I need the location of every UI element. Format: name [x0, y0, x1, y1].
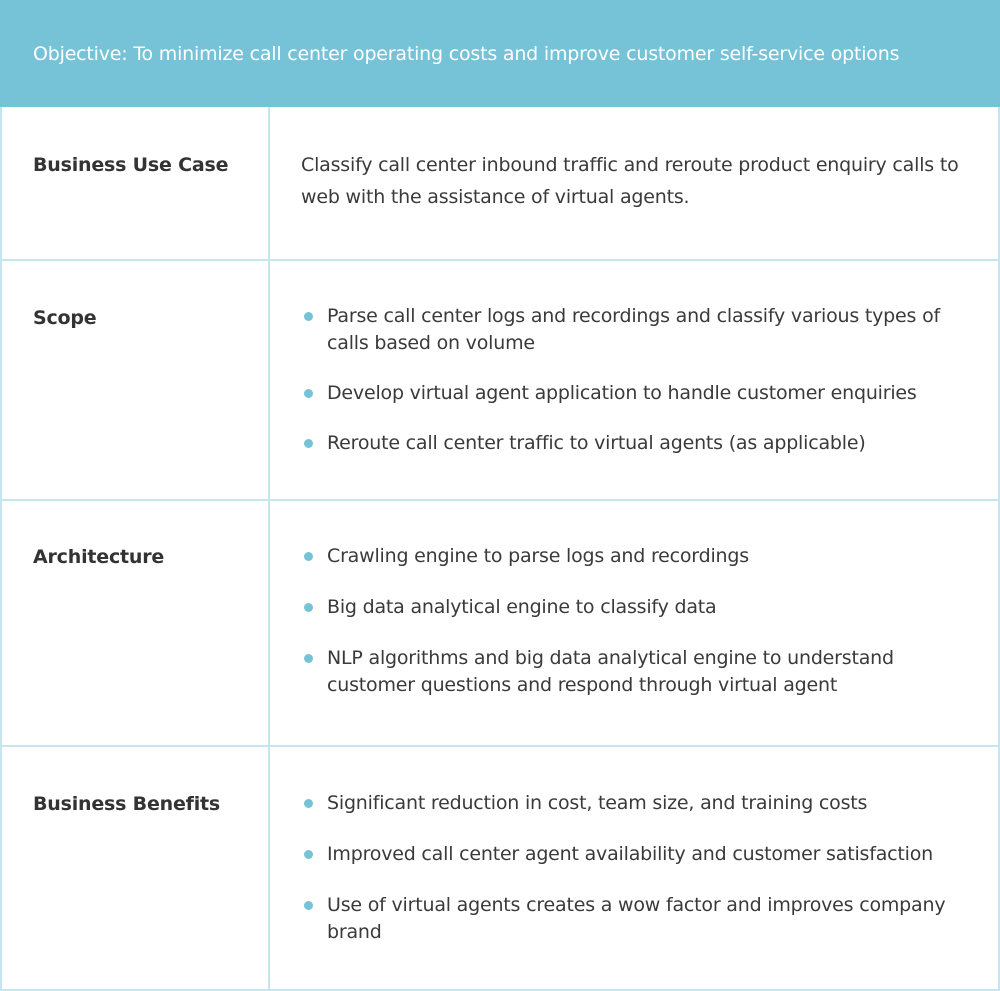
- list-item: Big data analytical engine to classify d…: [301, 594, 981, 621]
- row-label: Business Benefits: [33, 793, 221, 815]
- list-item-text: Develop virtual agent application to han…: [327, 382, 917, 404]
- row-description: Classify call center inbound traffic and…: [301, 154, 959, 208]
- bullet-dot-icon: [304, 552, 313, 561]
- row-architecture: Architecture Crawling engine to parse lo…: [2, 501, 998, 747]
- bullet-dot-icon: [304, 439, 313, 448]
- bullet-dot-icon: [304, 901, 313, 910]
- bullet-dot-icon: [304, 654, 313, 663]
- objective-text: Objective: To minimize call center opera…: [33, 42, 900, 65]
- list-item: Parse call center logs and recordings an…: [301, 303, 981, 357]
- row-label: Scope: [33, 307, 97, 329]
- list-item-text: Crawling engine to parse logs and record…: [327, 545, 749, 567]
- column-divider: [268, 501, 270, 745]
- bullet-list: Significant reduction in cost, team size…: [301, 790, 981, 946]
- row-label: Architecture: [33, 546, 165, 568]
- bullet-list: Parse call center logs and recordings an…: [301, 303, 981, 457]
- list-item: Crawling engine to parse logs and record…: [301, 543, 981, 570]
- list-item: Significant reduction in cost, team size…: [301, 790, 981, 817]
- row-business-benefits: Business Benefits Significant reduction …: [2, 747, 998, 989]
- row-label: Business Use Case: [33, 154, 229, 176]
- bullet-dot-icon: [304, 312, 313, 321]
- objective-header: Objective: To minimize call center opera…: [0, 0, 1000, 107]
- row-scope: Scope Parse call center logs and recordi…: [2, 261, 998, 501]
- list-item-text: Use of virtual agents creates a wow fact…: [327, 894, 946, 943]
- list-item: Use of virtual agents creates a wow fact…: [301, 892, 981, 946]
- list-item-text: Reroute call center traffic to virtual a…: [327, 432, 866, 454]
- column-divider: [268, 261, 270, 499]
- bullet-dot-icon: [304, 850, 313, 859]
- list-item-text: Parse call center logs and recordings an…: [327, 305, 940, 354]
- bullet-dot-icon: [304, 603, 313, 612]
- list-item: Develop virtual agent application to han…: [301, 380, 981, 407]
- bullet-dot-icon: [304, 799, 313, 808]
- list-item-text: Big data analytical engine to classify d…: [327, 596, 717, 618]
- row-business-use-case: Business Use Case Classify call center i…: [2, 107, 998, 261]
- list-item: Improved call center agent availability …: [301, 841, 981, 868]
- list-item: Reroute call center traffic to virtual a…: [301, 430, 981, 457]
- list-item-text: NLP algorithms and big data analytical e…: [327, 647, 894, 696]
- column-divider: [268, 107, 270, 259]
- bullet-dot-icon: [304, 389, 313, 398]
- column-divider: [268, 747, 270, 989]
- list-item-text: Significant reduction in cost, team size…: [327, 792, 868, 814]
- bullet-list: Crawling engine to parse logs and record…: [301, 543, 981, 699]
- list-item: NLP algorithms and big data analytical e…: [301, 645, 981, 699]
- list-item-text: Improved call center agent availability …: [327, 843, 934, 865]
- details-table: Business Use Case Classify call center i…: [0, 107, 1000, 991]
